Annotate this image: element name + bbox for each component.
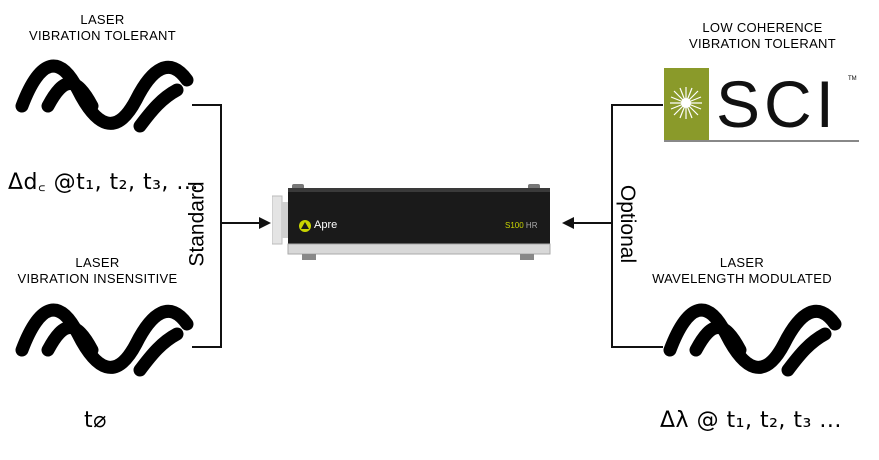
standard-label: Standard [185,181,209,267]
sci-trademark: TM [848,76,857,82]
displacement-formula: Δd꜀ @t₁, t₂, t₃, ... [8,170,199,195]
time-formula: t⌀ [84,408,107,433]
caption-line: VIBRATION TOLERANT [29,28,176,43]
right-arrow-icon [562,217,612,229]
optional-bracket [611,104,663,348]
sci-starburst-icon [664,68,709,140]
laser-wave-icon [15,303,194,377]
wavelength-formula: Δλ @ t₁, t₂, t₃ ... [660,408,842,433]
apre-s100-device [272,184,551,260]
caption-line: VIBRATION TOLERANT [689,36,836,51]
caption-line: VIBRATION INSENSITIVE [17,271,178,286]
laser-wave-icon [663,303,842,377]
device-model: S100 HR [505,221,537,230]
caption-line: LASER [80,12,125,27]
right-bottom-caption: LASER WAVELENGTH MODULATED [642,255,842,287]
device-model-suffix: HR [525,221,538,230]
caption-line: LASER [75,255,120,270]
caption-line: LOW COHERENCE [702,20,823,35]
caption-line: LASER [719,255,765,270]
device-brand: Apre [314,219,338,231]
optional-label: Optional [616,184,640,264]
device-model-number: S100 [505,221,524,230]
sci-logo-text: SCI [716,67,839,141]
left-arrow-icon [221,217,271,229]
laser-wave-icon [15,59,194,133]
sci-logo: SCI TM [664,67,859,142]
standard-bracket [192,104,222,348]
caption-line: WAVELENGTH MODULATED [652,271,832,286]
left-bottom-caption: LASER VIBRATION INSENSITIVE [5,255,190,287]
left-top-caption: LASER VIBRATION TOLERANT [15,12,190,44]
right-top-caption: LOW COHERENCE VIBRATION TOLERANT [670,20,855,52]
